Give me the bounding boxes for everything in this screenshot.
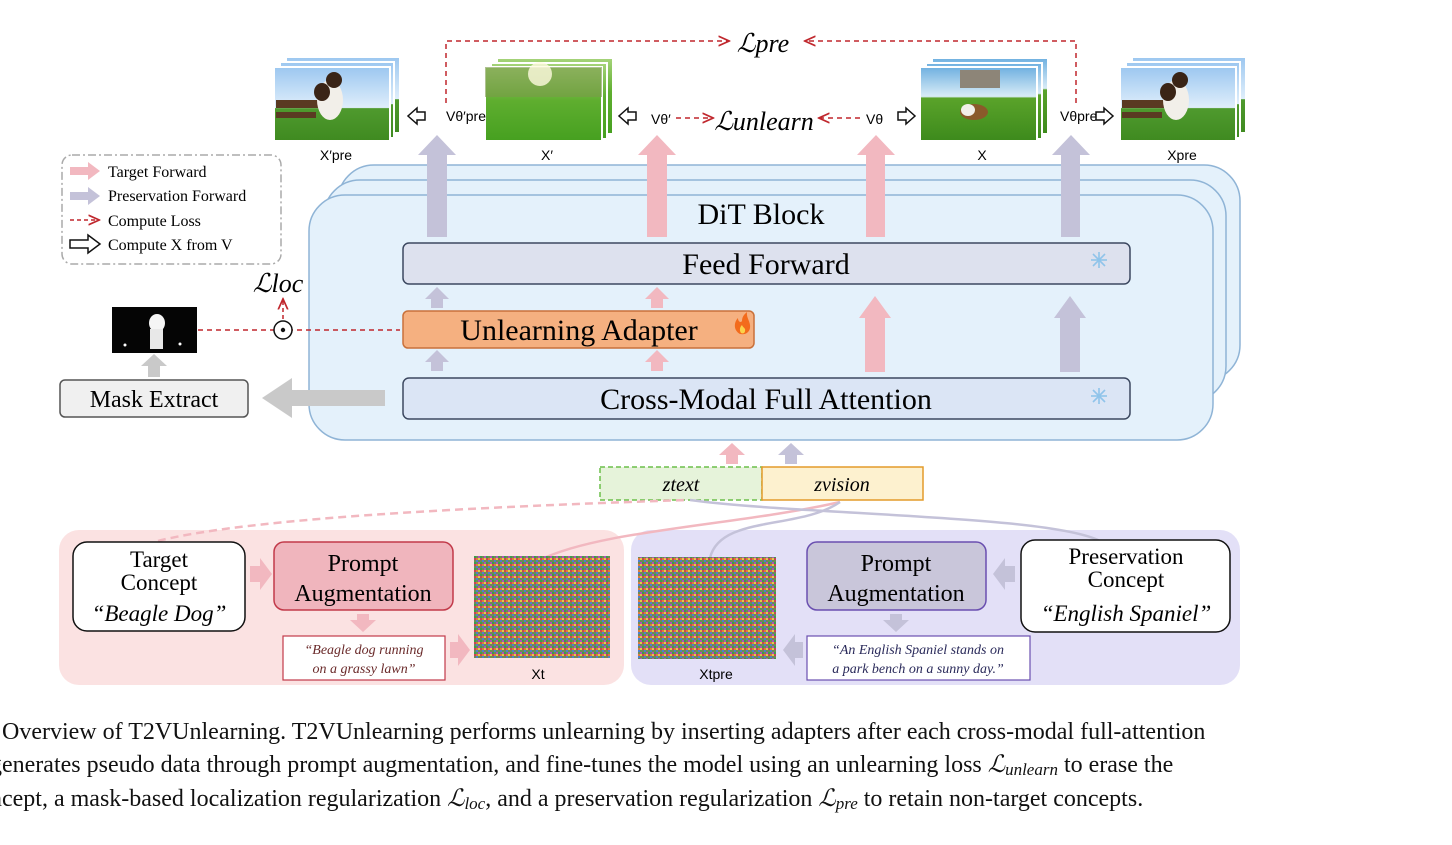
legend-preservation-forward: Preservation Forward [108, 188, 246, 205]
legend-target-forward: Target Forward [108, 164, 207, 181]
feed-forward-label: Feed Forward [682, 248, 849, 281]
mask-extract-block [59, 379, 249, 418]
caption-line-3c: to retain non-target concepts. [857, 786, 1144, 812]
mask-up-arrow [141, 354, 167, 377]
preserve-aug-prompt-line1: “An English Spaniel stands on [832, 643, 1004, 658]
legend: Target Forward Preservation Forward Comp… [61, 154, 282, 265]
mask-image [112, 307, 197, 353]
hadamard-dot [280, 327, 286, 333]
preserve-concept-arrow [993, 558, 1015, 590]
compute-x-arrows [406, 106, 1115, 126]
target-concept-arrow [250, 558, 272, 590]
fire-icon [734, 312, 751, 335]
snowflake-icon-attn [1091, 388, 1107, 404]
target-prompt-aug-line2: Augmentation [294, 581, 431, 607]
target-prompt-aug-line1: Prompt [328, 551, 399, 577]
preserve-prompt-aug-box [806, 541, 987, 611]
caption-line-2b: to erase the [1057, 752, 1174, 778]
z-vision-token [761, 466, 924, 501]
caption-line-2: generates pseudo data through prompt aug… [0, 749, 1400, 783]
target-aug-prompt-line1: “Beagle dog running [305, 643, 424, 658]
caption-line-3: ncept, a mask-based localization regular… [0, 783, 1400, 817]
caption-loss-unlearn-sub: unlearn [1005, 760, 1058, 779]
label-xpre-right: Xpre [1167, 147, 1197, 163]
noisy-video-xt-pre [638, 557, 776, 659]
label-v-theta-prime: Vθ′ [651, 111, 671, 127]
caption-loss-pre: ℒ [818, 786, 836, 812]
loss-loc-label: ℒloc [253, 269, 304, 298]
image-x [919, 57, 1049, 142]
target-aug-prompt-line2: on a grassy lawn” [312, 662, 415, 677]
label-v-theta-prime-pre: Vθ′pre [446, 108, 486, 124]
preserve-concept-line2: Concept [1088, 567, 1165, 592]
preserve-aug-prompt-line2: a park bench on a sunny day.” [832, 662, 1004, 677]
preserve-concept-box [1020, 539, 1231, 633]
preserve-concept-name: “English Spaniel” [1041, 601, 1212, 626]
inner-arrows [425, 287, 1086, 372]
target-aug-prompt-box [282, 635, 446, 681]
preserve-concept-line1: Preservation [1069, 544, 1184, 569]
legend-preserve-arrow-icon [70, 187, 100, 205]
caption-line-3b: , and a preservation regularization [485, 786, 819, 812]
caption-loss-pre-sub: pre [835, 794, 858, 813]
legend-target-arrow-icon [70, 162, 100, 180]
image-xprime [484, 57, 614, 142]
caption-loss-loc-sub: loc [464, 794, 486, 813]
cross-modal-attention-label: Cross-Modal Full Attention [600, 383, 932, 416]
label-x: X [977, 147, 987, 163]
label-xprime: X′ [541, 147, 553, 163]
label-xt: Xt [531, 666, 544, 682]
loss-pre-line-right [806, 41, 1077, 103]
token-arrows [719, 443, 804, 464]
vision-flow-preserve [708, 500, 841, 559]
preserve-aug-down-arrow [883, 614, 909, 632]
dit-block-title: DiT Block [698, 198, 825, 231]
unlearning-adapter-label: Unlearning Adapter [460, 314, 697, 347]
z-text-label: ztext [662, 474, 700, 496]
feed-forward-block [402, 242, 1131, 285]
target-concept-box [72, 541, 246, 632]
z-vision-label: zvision [813, 474, 870, 496]
mask-extract-arrow [262, 378, 385, 418]
caption-line-2a: generates pseudo data through prompt aug… [0, 752, 988, 778]
snowflake-icon-ff [1091, 252, 1107, 268]
noisy-video-xt [474, 556, 610, 658]
label-xt-pre: Xtpre [699, 666, 733, 682]
preserve-aug-prompt-box [806, 635, 1031, 681]
target-prompt-aug-box [273, 541, 454, 611]
target-concept-line1: Target [130, 547, 189, 572]
loss-unlearn-label: ℒunlearn [714, 107, 814, 136]
legend-compute-loss: Compute Loss [108, 213, 201, 230]
caption-line-3a: ncept, a mask-based localization regular… [0, 786, 448, 812]
figure-caption: . Overview of T2VUnlearning. T2VUnlearni… [0, 716, 1400, 817]
target-aug-down-arrow [350, 614, 376, 632]
mask-extract-label: Mask Extract [90, 387, 219, 413]
preserve-prompt-aug-line1: Prompt [861, 551, 932, 577]
label-v-theta-pre: Vθpre [1060, 108, 1098, 124]
legend-compute-x-from-v: Compute X from V [108, 237, 233, 254]
label-v-theta: Vθ [866, 111, 883, 127]
unlearning-adapter-block [402, 310, 755, 349]
target-to-noise-arrow [450, 634, 470, 666]
preserve-prompt-aug-line2: Augmentation [827, 581, 964, 607]
image-xpre-right [1119, 56, 1247, 142]
caption-line-1: . Overview of T2VUnlearning. T2VUnlearni… [0, 719, 1206, 745]
text-flow-target [157, 498, 687, 543]
cross-modal-attention-block [402, 377, 1131, 420]
legend-hollow-arrow-icon [69, 233, 102, 255]
loss-pre-label: ℒpre [737, 29, 789, 58]
forward-arrows-top [418, 135, 1090, 237]
label-xpre-left: X′pre [320, 147, 352, 163]
caption-loss-unlearn: ℒ [987, 752, 1006, 778]
preserve-to-noise-arrow [783, 634, 803, 666]
text-flow-preserve [689, 498, 1101, 543]
caption-loss-loc: ℒ [447, 786, 465, 812]
target-concept-line2: Concept [121, 570, 198, 595]
loss-pre-line-left [445, 41, 728, 103]
image-xpre-left [273, 56, 401, 142]
target-concept-name: “Beagle Dog” [92, 601, 227, 626]
